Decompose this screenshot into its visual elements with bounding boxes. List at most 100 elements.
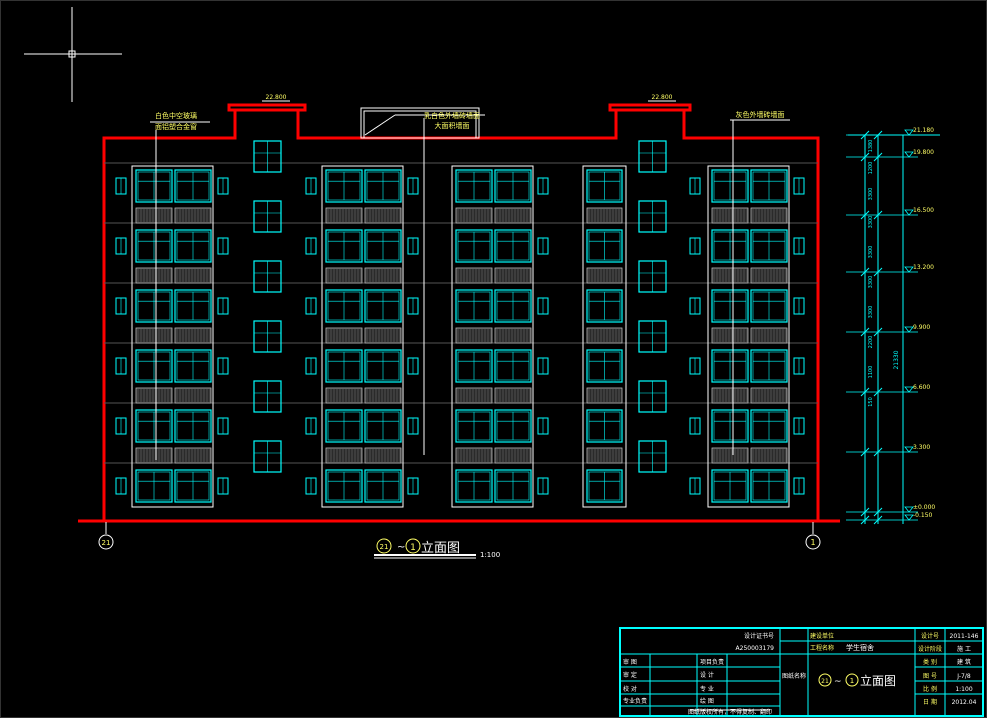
window	[455, 349, 493, 383]
balcony-railing	[455, 207, 493, 224]
dimension-value: 3300	[868, 276, 874, 289]
role2-3: 专 业	[700, 685, 714, 693]
balcony-railing	[711, 447, 749, 464]
drawing-title: 21 ~ 1 立面图 1:100	[374, 538, 500, 559]
title-text: 立面图	[421, 541, 460, 556]
balcony-railing	[364, 387, 402, 404]
dimension-value: 150	[868, 397, 874, 407]
dimension-value: 2200	[868, 336, 874, 349]
window	[494, 169, 532, 203]
window	[455, 469, 493, 503]
balcony-railing	[711, 207, 749, 224]
dim-tick	[860, 210, 870, 220]
window	[750, 289, 788, 323]
window	[174, 289, 212, 323]
window	[325, 469, 363, 503]
balcony-railing	[750, 447, 788, 464]
roof-level-left: 22.800	[266, 94, 287, 101]
tb-circle-right: 1	[850, 677, 854, 685]
balcony-railing	[711, 327, 749, 344]
unit-label: 建设单位	[810, 632, 834, 640]
right-note: 灰色外墙砖墙面	[736, 110, 785, 119]
title-scale: 1:100	[480, 551, 500, 559]
balcony-railing	[174, 327, 212, 344]
balcony-railing	[455, 267, 493, 284]
dim-tick	[860, 387, 870, 397]
role-4: 专业负责	[623, 697, 647, 705]
role-2: 审 定	[623, 671, 637, 679]
window	[174, 169, 212, 203]
balcony-railing	[174, 387, 212, 404]
title-block-text: 设计证书号 A250003179 建设单位 工程名称 学生宿舍 设计号 2011…	[623, 632, 979, 716]
axis-left-label: 21	[102, 539, 111, 547]
window	[711, 289, 749, 323]
dimension-value: 1100	[868, 366, 874, 379]
window	[711, 169, 749, 203]
dim-tick	[873, 327, 883, 337]
balcony-railing	[455, 387, 493, 404]
elevation-label: -0.150	[913, 512, 933, 519]
window	[494, 349, 532, 383]
drawing-name-label: 图纸名称	[782, 672, 806, 680]
window	[174, 409, 212, 443]
balcony-railing	[325, 267, 363, 284]
window	[711, 349, 749, 383]
balcony-railing	[364, 447, 402, 464]
window	[494, 229, 532, 263]
dim-tick	[860, 130, 870, 140]
center-note-2: 大面积墙面	[435, 121, 470, 130]
crosshair-cursor	[24, 7, 122, 102]
window	[455, 169, 493, 203]
level-marker	[904, 209, 914, 216]
balcony-railing	[364, 267, 402, 284]
window	[711, 229, 749, 263]
level-marker	[904, 151, 914, 158]
balcony-railing	[750, 267, 788, 284]
window	[494, 289, 532, 323]
window	[364, 349, 402, 383]
window	[174, 469, 212, 503]
dim-tick	[860, 267, 870, 277]
window	[364, 289, 402, 323]
left-note-1: 白色中空玻璃	[155, 111, 197, 120]
window	[135, 469, 173, 503]
dim-tick	[860, 152, 870, 162]
dimension-value: 3300	[868, 306, 874, 319]
window	[494, 409, 532, 443]
balcony-railing	[750, 387, 788, 404]
window	[455, 229, 493, 263]
window	[711, 469, 749, 503]
balcony-railing	[494, 387, 532, 404]
level-marker	[904, 266, 914, 273]
balcony-railing	[494, 327, 532, 344]
balcony-railing	[711, 267, 749, 284]
balcony-railing	[455, 327, 493, 344]
axis-bubble-left: 21	[98, 522, 114, 550]
level-marker	[904, 514, 914, 521]
balcony-railing	[174, 447, 212, 464]
window	[364, 469, 402, 503]
dim-tick	[873, 130, 883, 140]
scale-label: 比 例	[923, 685, 937, 693]
axis-bubble-right: 1	[805, 522, 821, 550]
window	[586, 349, 623, 383]
balcony-railing	[494, 207, 532, 224]
scale-value: 1:100	[955, 686, 972, 693]
balcony-railing	[494, 447, 532, 464]
project-label: 工程名称	[810, 644, 834, 652]
cert-label: 设计证书号	[744, 632, 774, 640]
elevation-label: ±0.000	[913, 504, 935, 511]
dim-tick	[873, 267, 883, 277]
level-marker	[904, 386, 914, 393]
dimension-value: 3300	[868, 216, 874, 229]
windows	[115, 140, 805, 503]
cert-no: A250003179	[736, 645, 775, 652]
window	[325, 409, 363, 443]
roof-parapet	[360, 107, 480, 139]
center-note-1: 乳白色外墙砖墙面	[424, 111, 480, 120]
dimension-value: 3300	[868, 246, 874, 259]
sheet-label: 图 号	[923, 673, 937, 680]
level-marker	[904, 446, 914, 453]
balcony-railing	[135, 327, 173, 344]
